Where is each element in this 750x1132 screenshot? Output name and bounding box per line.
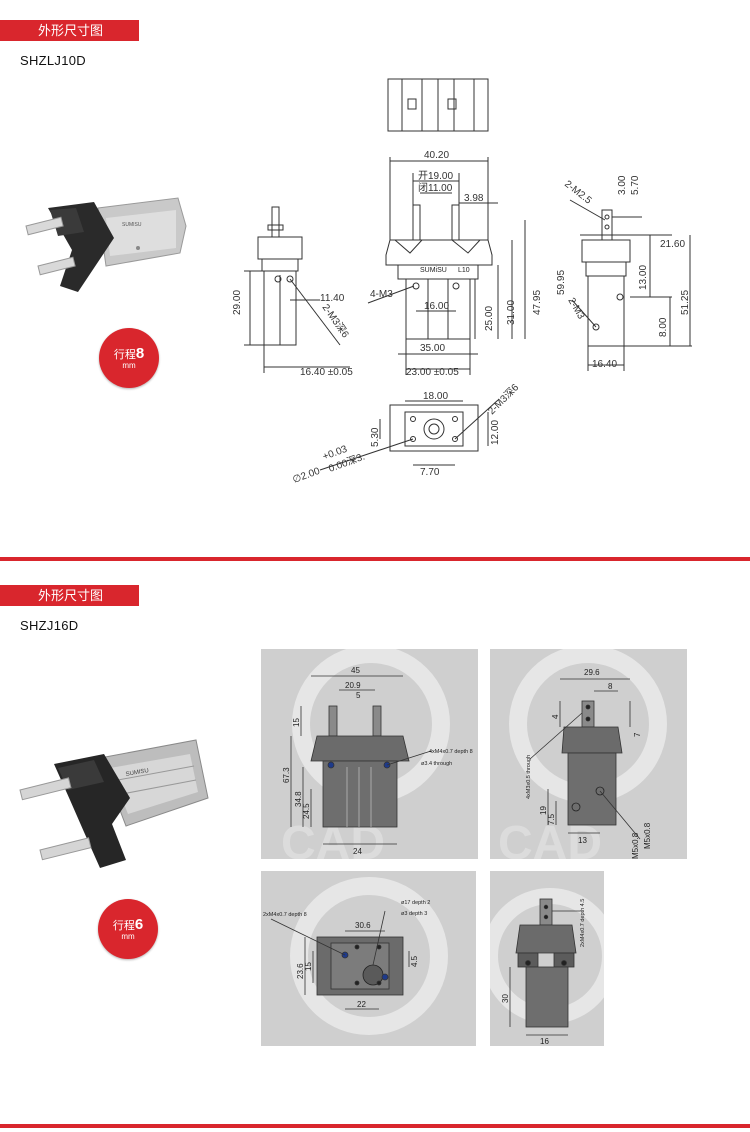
dim-4: 4 (551, 714, 560, 719)
stroke-value: 6 (134, 916, 144, 933)
dim-2m3-right: 2-M3 (565, 296, 586, 322)
dim-30-6: 30.6 (355, 921, 371, 930)
product-brand-text: SUMISU (122, 222, 142, 228)
dim-22: 22 (357, 1000, 366, 1009)
dim-4-5: 4.5 (410, 955, 419, 967)
dim-29: 29.00 (232, 290, 243, 315)
cad-panel-side: CAD 29.6 8 4 7 19 7.5 13 M5x0.8 M5x0.8 (490, 649, 687, 859)
stroke-label: 行程 (112, 920, 135, 932)
stroke-badge: 行程8 mm (99, 328, 159, 388)
model-name: SHZLJ10D (20, 53, 86, 68)
section-divider (0, 1124, 750, 1128)
stroke-unit: mm (122, 361, 136, 370)
dim-5: 5 (356, 691, 361, 700)
dim-2m2-5: 2-M2.5 (562, 179, 594, 207)
note-depth-8: 2xM4x0.7 depth 8 (263, 912, 307, 918)
drawing-top-view (387, 78, 489, 132)
section-header: 外形尺寸图 (0, 20, 139, 41)
dim-7-7: 7.70 (420, 467, 440, 478)
dim-dia: ∅2.00 (291, 466, 322, 486)
dim-47-95: 47.95 (532, 290, 543, 315)
note-through-side: 4xM3x0.5 through (526, 755, 532, 799)
dim-3: 3.00 (617, 175, 628, 195)
dim-m5-b: M5x0.8 (643, 822, 652, 849)
dim-16: 16.00 (424, 301, 449, 312)
drawing-front-view: SUMiSU L10 40.20 开19.00 闭11.00 3.98 4-M3… (367, 150, 567, 378)
product-photo: SUMISU (19, 739, 209, 868)
cad-panel-front: CAD 45 20.9 5 15 67.3 34.8 24.5 24 4x (261, 649, 478, 859)
dim-23-6: 23.6 (296, 963, 305, 979)
dim-16: 16 (540, 1037, 549, 1046)
dim-19: 19 (539, 806, 548, 815)
dim-8: 8.00 (658, 317, 669, 337)
stroke-label: 行程 (113, 349, 136, 361)
dim-40-20: 40.20 (424, 150, 449, 161)
dim-5-3: 5.30 (370, 427, 381, 447)
dim-7: 7 (633, 732, 642, 737)
section-shzj16d: 外形尺寸图 SHZJ16D SUMISU 行程6 mm CAD (0, 566, 750, 1132)
dim-m5-a: M5x0.8 (631, 832, 640, 859)
dim-20-9: 20.9 (345, 681, 361, 690)
dim-7-5: 7.5 (547, 813, 556, 825)
dim-2m3-bottom: 2-M3深6 (486, 381, 522, 417)
stroke-value: 8 (135, 345, 145, 362)
dim-35: 35.00 (420, 343, 445, 354)
stroke-unit: mm (121, 932, 135, 941)
model-name: SHZJ16D (20, 618, 79, 633)
section-divider (0, 557, 750, 561)
dim-67-3: 67.3 (282, 767, 291, 783)
dim-open: 开19.00 (418, 171, 453, 182)
dim-45: 45 (351, 666, 360, 675)
dim-59-95: 59.95 (556, 270, 567, 295)
note-depth-4-5: 2xM4x0.7 depth 4.5 (580, 899, 586, 947)
dim-34-8: 34.8 (294, 791, 303, 807)
dim-30: 30 (501, 994, 510, 1003)
stroke-badge: 行程6 mm (98, 899, 158, 959)
dim-29-6: 29.6 (584, 668, 600, 677)
dim-close: 闭11.00 (418, 181, 453, 194)
section-header: 外形尺寸图 (0, 585, 139, 606)
drawing-bottom-view: 18.00 2-M3深6 5.30 12.00 +0.03 0.00深3. ∅2… (291, 381, 521, 486)
note-thread: 4xM4x0.7 depth 8 (429, 749, 473, 755)
dim-4m3: 4-M3 (370, 289, 393, 300)
dim-23: 23.00 ±0.05 (406, 367, 459, 378)
drawing-code: L10 (458, 267, 470, 274)
drawing-left-view: 29.00 11.40 2-M3深6 16.40 ±0.05 (232, 206, 353, 378)
section-shzlj10d: 外形尺寸图 SHZLJ10D SUMISU 行程8 mm (0, 0, 750, 562)
dim-11-40: 11.40 (320, 293, 345, 304)
dim-3-98: 3.98 (464, 193, 484, 204)
note-depth-2: ø17 depth 2 (401, 900, 430, 906)
dim-51-25: 51.25 (680, 290, 691, 315)
dim-15: 15 (292, 718, 301, 727)
dim-13: 13.00 (638, 265, 649, 290)
dim-21-6: 21.60 (660, 239, 685, 250)
drawing-brand: SUMiSU (420, 267, 447, 274)
dim-12: 12.00 (490, 420, 501, 445)
dim-15-bottom: 15 (304, 962, 313, 971)
dim-24-5: 24.5 (302, 803, 311, 819)
dim-25: 25.00 (484, 306, 495, 331)
note-through: ø3.4 through (421, 761, 452, 767)
dim-31: 31.00 (506, 300, 517, 325)
product-brand-text: SUMISU (125, 768, 149, 778)
dim-18: 18.00 (423, 391, 448, 402)
dim-2m3-left: 2-M3深6 (320, 302, 352, 341)
cad-panel-bottom: 30.6 23.6 15 4.5 22 ø17 depth 2 ø3 depth… (261, 871, 476, 1046)
technical-drawing-shzlj10d: SUMiSU L10 40.20 开19.00 闭11.00 3.98 4-M3… (232, 78, 692, 486)
product-photo: SUMISU (25, 197, 187, 292)
dim-16-40-right: 16.40 (592, 359, 617, 370)
dim-8: 8 (608, 682, 613, 691)
dim-24: 24 (353, 847, 362, 856)
dim-5-7: 5.70 (630, 175, 641, 195)
cad-panel-side2: 30 16 2xM4x0.7 depth 4.5 (490, 871, 604, 1046)
dim-16-40-left: 16.40 ±0.05 (300, 367, 353, 378)
drawing-right-view: 2-M2.5 3.00 5.70 21.60 13.00 2-M3 8.00 5… (562, 175, 692, 371)
note-depth-3: ø3 depth 3 (401, 911, 427, 917)
dim-13: 13 (578, 836, 587, 845)
